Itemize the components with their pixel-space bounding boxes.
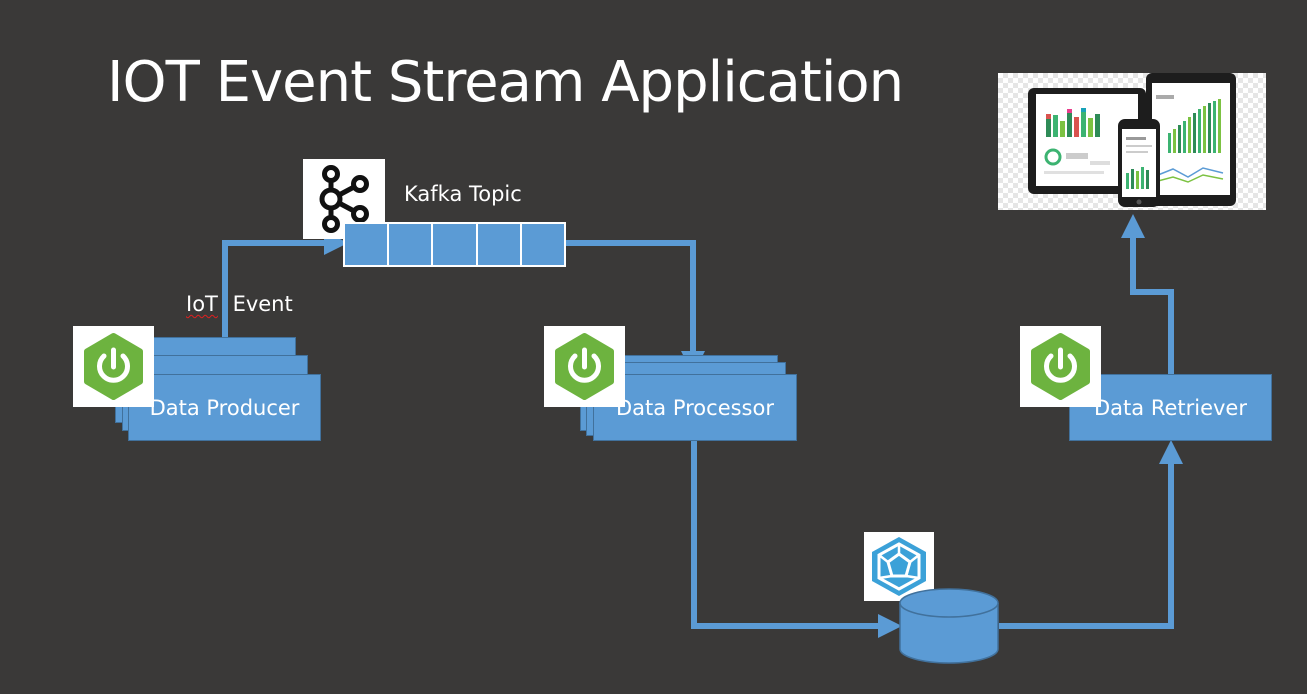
cassandra-gem-icon [864,532,934,601]
data-processor-box: Data Processor [593,374,797,441]
arrow-database-to-retriever [999,440,1183,629]
queue-cell [477,224,520,265]
page-title: IOT Event Stream Application [107,50,904,115]
spring-power-icon [73,326,154,407]
iot-word: IoT [186,292,218,316]
kafka-topic-queue [343,222,566,267]
queue-cell [345,224,388,265]
queue-cell [433,224,476,265]
data-producer-box: Data Producer [128,374,321,441]
arrow-processor-to-database [691,441,902,638]
arrow-producer-to-topic [222,231,348,345]
database-cylinder [899,588,999,664]
data-retriever-box: Data Retriever [1069,374,1272,441]
spring-power-icon [1020,326,1101,407]
kafka-topic-label: Kafka Topic [404,182,522,206]
arrow-topic-to-processor [566,240,705,375]
spring-power-icon [544,326,625,407]
dashboard-devices-image [998,73,1266,210]
event-word: Event [232,292,293,316]
queue-cell [389,224,432,265]
arrow-retriever-to-dashboard [1121,214,1174,374]
queue-cell [521,224,565,265]
iot-event-label: IoT Event [186,292,293,316]
